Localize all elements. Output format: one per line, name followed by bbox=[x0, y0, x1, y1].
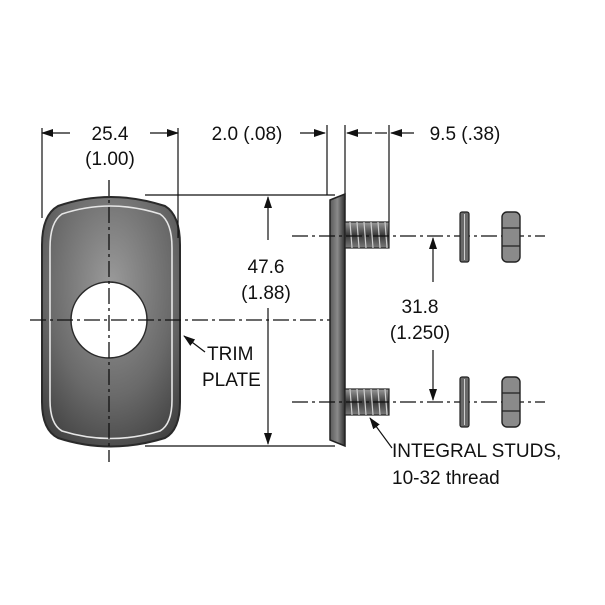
height-in-label: (1.88) bbox=[241, 283, 291, 304]
trim-plate-side bbox=[329, 192, 346, 448]
width-mm-label: 25.4 bbox=[92, 124, 129, 145]
studs-label-line2: 10-32 thread bbox=[392, 468, 500, 489]
washer-top bbox=[459, 211, 470, 263]
trim-plate-callout: TRIM PLATE bbox=[183, 335, 261, 391]
washer-bottom bbox=[459, 376, 470, 428]
stud-top bbox=[344, 221, 390, 249]
trim-plate-label-line2: PLATE bbox=[202, 370, 261, 391]
integral-studs-callout: INTEGRAL STUDS, 10-32 thread bbox=[369, 417, 561, 489]
trim-plate-label-line1: TRIM bbox=[207, 344, 253, 365]
trim-plate-front bbox=[41, 196, 181, 448]
width-in-label: (1.00) bbox=[85, 149, 135, 170]
thickness-label: 2.0 (.08) bbox=[212, 124, 283, 145]
nut-top bbox=[501, 211, 521, 263]
stud-spacing-dimension: 31.8 (1.250) bbox=[390, 237, 450, 401]
height-dimension: 47.6 (1.88) bbox=[145, 194, 335, 447]
stud-length-label: 9.5 (.38) bbox=[430, 124, 501, 145]
height-mm-label: 47.6 bbox=[248, 257, 285, 278]
stud-spacing-mm-label: 31.8 bbox=[402, 297, 439, 318]
stud-length-dimension: 9.5 (.38) bbox=[375, 124, 500, 222]
nut-bottom bbox=[501, 376, 521, 428]
thickness-dimension: 2.0 (.08) bbox=[212, 124, 372, 200]
width-dimension: 25.4 (1.00) bbox=[41, 124, 179, 238]
studs-label-line1: INTEGRAL STUDS, bbox=[392, 441, 561, 462]
stud-spacing-in-label: (1.250) bbox=[390, 323, 450, 344]
